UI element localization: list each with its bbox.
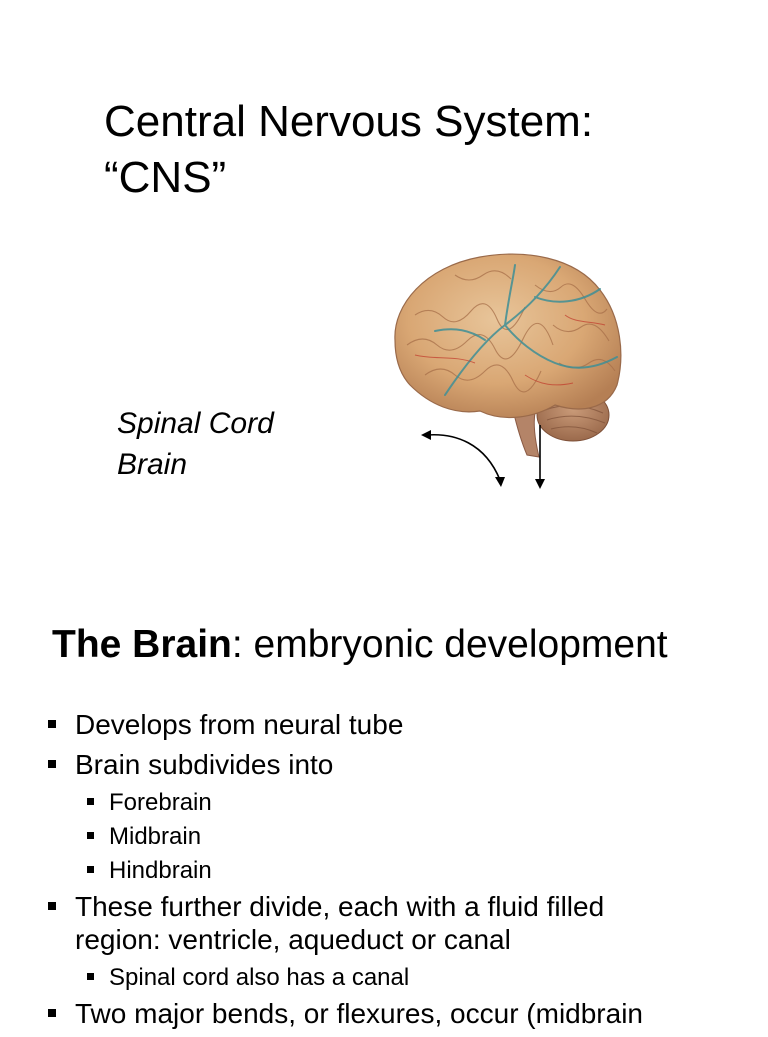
sub-bullet-item: Forebrain	[0, 788, 768, 818]
flexure-arrow	[426, 433, 501, 481]
brain-icon	[394, 253, 622, 489]
bullet-item: Develops from neural tube	[0, 708, 675, 741]
sub-bullet-item: Spinal cord also has a canal	[0, 963, 768, 993]
cerebrum-shape	[394, 253, 622, 419]
label-brain: Brain	[117, 448, 188, 481]
title-bold-part: The Brain	[52, 623, 232, 666]
label-spinal-cord: Spinal Cord	[117, 407, 274, 440]
bullet-list: Develops from neural tube Brain subdivid…	[0, 708, 768, 1037]
sub-bullet-item: Midbrain	[0, 822, 768, 852]
bullet-item: These further divide, each with a fluid …	[0, 890, 675, 956]
sub-bullet-item: Hindbrain	[0, 856, 768, 886]
slide-title: Central Nervous System: “CNS”	[104, 94, 593, 206]
bullet-item: Two major bends, or flexures, occur (mid…	[0, 997, 675, 1030]
slide-title-line-1: Central Nervous System:	[104, 97, 594, 146]
title-rest-part: : embryonic development	[231, 623, 668, 666]
slide-2-title: The Brain: embryonic development	[52, 619, 668, 671]
brainstem-shape	[512, 409, 540, 458]
figure-labels: Spinal Cord Brain	[117, 403, 274, 485]
slide-title-line-2: “CNS”	[104, 153, 227, 202]
bullet-item: Brain subdivides into	[0, 748, 675, 781]
